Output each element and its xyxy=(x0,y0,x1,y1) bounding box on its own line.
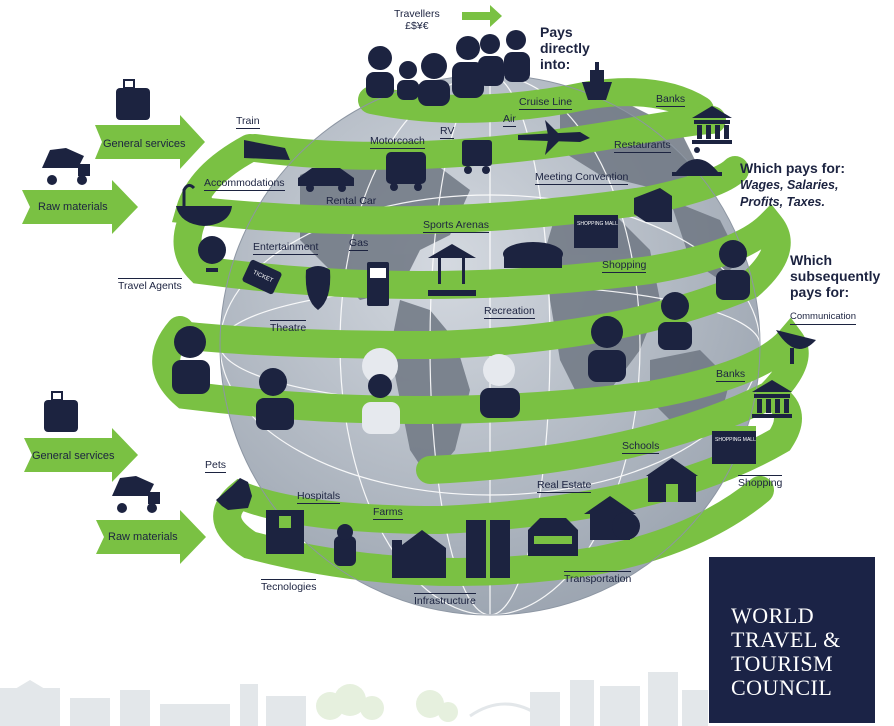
label-cruise-line: Cruise Line xyxy=(519,96,573,110)
label-pets: Pets xyxy=(205,459,227,473)
bank-icon-mid xyxy=(752,380,792,418)
label-shopping-bottom: Shopping xyxy=(738,475,783,489)
logo-line-3: TOURISM xyxy=(731,651,834,676)
pet-dog-icon xyxy=(216,478,252,510)
bank-icon-top xyxy=(692,106,732,144)
theatre-masks-icon xyxy=(305,266,331,310)
motorcoach-icon xyxy=(386,152,426,191)
label-recreation: Recreation xyxy=(484,305,535,319)
input-arrows xyxy=(22,5,502,564)
dump-truck-icon-bottom xyxy=(112,476,160,513)
logo-line-2: TRAVEL & xyxy=(731,627,841,652)
bathtub-icon xyxy=(176,183,232,226)
label-air: Air xyxy=(503,113,516,127)
label-rental-car: Rental Car xyxy=(326,195,377,207)
label-communication: Communication xyxy=(790,311,856,325)
captain-icon xyxy=(480,354,520,418)
cruise-ship-icon xyxy=(582,62,612,100)
rv-truck-icon xyxy=(462,140,492,174)
mall-sign-bottom: SHOPPING MALL xyxy=(715,437,756,443)
hospital-icon xyxy=(266,510,304,554)
infrastructure-road-icon xyxy=(466,520,510,578)
female-worker-icon xyxy=(588,316,626,382)
label-rv: RV xyxy=(440,125,455,139)
label-shopping-top: Shopping xyxy=(602,259,647,273)
rental-car-icon xyxy=(298,168,354,192)
ticket-icon xyxy=(242,259,282,295)
satellite-dish-icon xyxy=(776,330,816,364)
icons xyxy=(42,30,816,578)
which-pays-for-heading: Which pays for: Wages, Salaries, Profits… xyxy=(740,160,846,209)
arrow-raw-materials-top xyxy=(22,180,138,234)
general-services-label-bottom: General services xyxy=(32,450,115,462)
label-train: Train xyxy=(236,115,260,129)
label-theatre: Theatre xyxy=(270,320,307,334)
waiter-icon xyxy=(256,368,294,430)
call-center-person-icon xyxy=(716,240,750,300)
label-infrastructure: Infrastructure xyxy=(414,593,476,607)
label-meeting-convention: Meeting Convention xyxy=(535,171,629,185)
label-banks-top: Banks xyxy=(656,93,686,107)
label-sports-arenas: Sports Arenas xyxy=(423,219,489,233)
label-banks-mid: Banks xyxy=(716,368,746,382)
dump-truck-icon-top xyxy=(42,148,90,185)
gas-pump-icon xyxy=(367,262,389,306)
raw-materials-label-bottom: Raw materials xyxy=(108,531,178,543)
convention-building-icon xyxy=(634,188,672,222)
shopping-mall-icon-bottom xyxy=(712,426,756,464)
luggage-icon-bottom xyxy=(44,391,78,432)
city-skyline xyxy=(0,672,708,726)
robot-icon xyxy=(334,524,356,566)
shopping-mall-icon-top xyxy=(574,210,618,248)
carousel-icon xyxy=(428,244,476,296)
label-schools: Schools xyxy=(622,440,660,454)
logo-line-4: COUNCIL xyxy=(731,675,833,700)
label-transportation: Transportation xyxy=(564,571,632,585)
chef-icon xyxy=(362,348,400,434)
arrow-general-services-top xyxy=(95,115,205,169)
flight-attendant-icon xyxy=(172,326,210,394)
travel-agent-globe-icon xyxy=(198,236,226,272)
label-accommodations: Accommodations xyxy=(204,177,285,191)
barn-icon xyxy=(392,530,446,578)
label-farms: Farms xyxy=(373,506,403,520)
label-entertainment: Entertainment xyxy=(253,241,319,255)
label-tecnologies: Tecnologies xyxy=(261,579,317,593)
train-icon xyxy=(244,140,290,160)
airplane-icon xyxy=(518,120,590,155)
arrow-raw-materials-bottom xyxy=(96,510,206,564)
restaurant-cloche-icon xyxy=(672,147,722,176)
label-travel-agents: Travel Agents xyxy=(118,278,182,292)
transportation-car-icon xyxy=(528,518,578,556)
pays-directly-heading: Pays directly into: xyxy=(540,24,590,72)
logo-line-1: WORLD xyxy=(731,603,815,628)
pilot-icon xyxy=(658,292,692,350)
real-estate-house-icon xyxy=(584,496,640,540)
label-gas: Gas xyxy=(349,237,369,251)
label-hospitals: Hospitals xyxy=(297,490,341,504)
wttc-logo: WORLD TRAVEL & TOURISM COUNCIL xyxy=(709,557,875,723)
which-subsequently-heading: Which subsequently pays for: xyxy=(790,252,881,300)
travellers-icon xyxy=(366,30,530,106)
travellers-arrow xyxy=(462,5,502,27)
label-real-estate: Real Estate xyxy=(537,479,592,493)
luggage-icon-top xyxy=(116,79,150,120)
label-motorcoach: Motorcoach xyxy=(370,135,425,149)
travellers-label: Travellers £$¥€ xyxy=(394,8,440,32)
stadium-icon xyxy=(503,242,563,268)
raw-materials-label-top: Raw materials xyxy=(38,201,108,213)
school-icon xyxy=(646,458,698,502)
general-services-label-top: General services xyxy=(103,138,186,150)
mall-sign-top: SHOPPING MALL xyxy=(577,221,618,227)
arrow-general-services-bottom xyxy=(24,428,138,482)
label-restaurants: Restaurants xyxy=(614,139,671,153)
trees xyxy=(316,684,458,722)
